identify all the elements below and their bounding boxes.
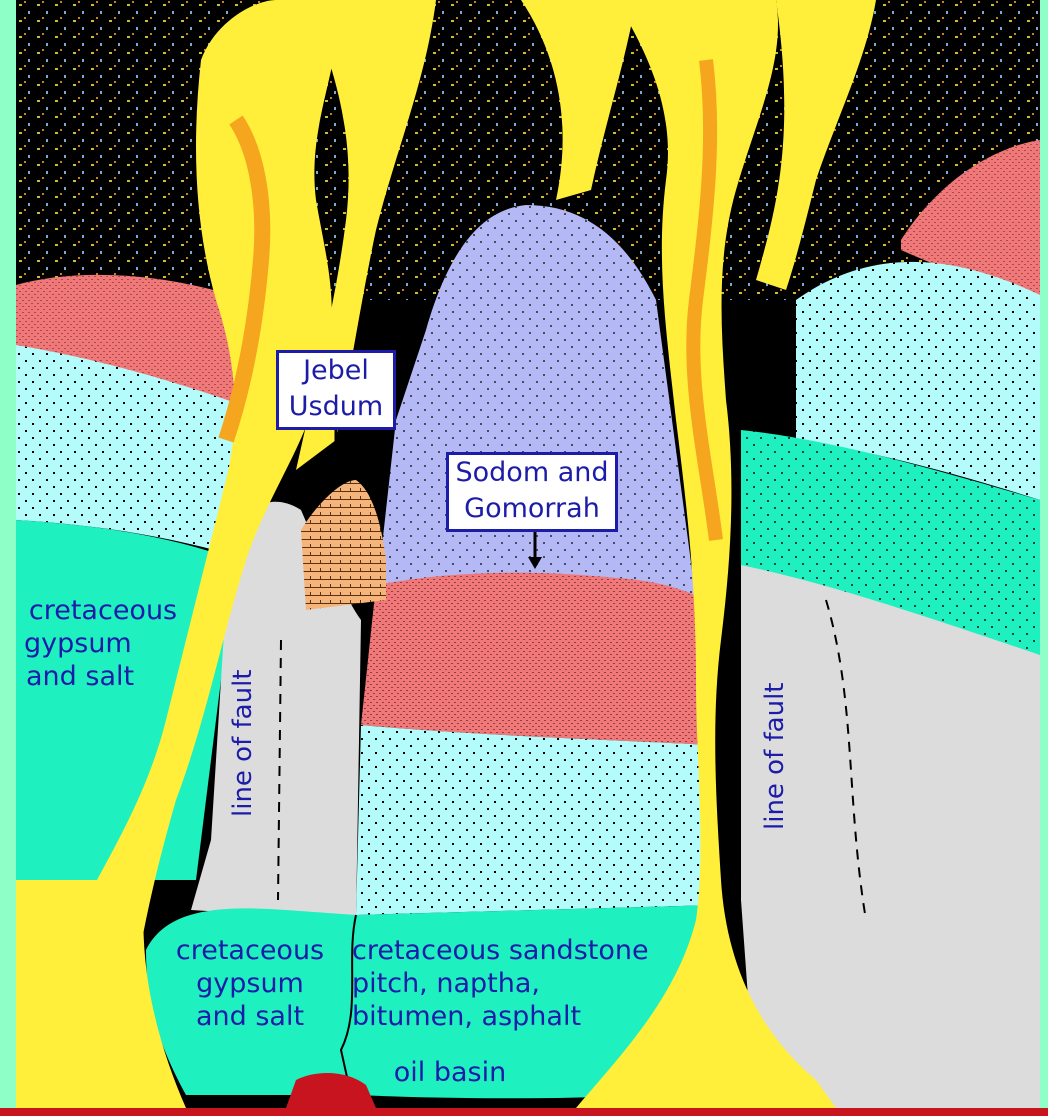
sandstone-line-3: bitumen, asphalt <box>352 1000 682 1033</box>
jebel-usdum-line-1: Jebel <box>279 353 393 389</box>
right-gray-block <box>741 565 1040 1108</box>
bottom-gypsum-label: cretaceous gypsum and salt <box>165 934 335 1033</box>
bottom-gypsum-line-1: cretaceous <box>165 934 335 967</box>
jebel-usdum-line-2: Usdum <box>279 389 393 425</box>
fault-left-label: line of fault <box>228 667 258 817</box>
bottom-red-bar <box>0 1108 1048 1116</box>
oil-basin-label: oil basin <box>385 1056 515 1089</box>
sodom-gomorrah-label: Sodom and Gomorrah <box>446 452 618 532</box>
left-gypsum-label: cretaceous gypsum and salt <box>18 594 188 693</box>
sandstone-line-2: pitch, naptha, <box>352 967 682 1000</box>
sodom-gomorrah-line-2: Gomorrah <box>449 491 615 527</box>
sodom-gomorrah-line-1: Sodom and <box>449 455 615 491</box>
central-salmon-hatch <box>361 573 711 745</box>
sandstone-label: cretaceous sandstone pitch, naptha, bitu… <box>352 934 682 1033</box>
left-gypsum-line-1: cretaceous <box>18 594 188 627</box>
central-cyan-dots <box>356 725 716 915</box>
left-gypsum-line-3: and salt <box>18 660 188 693</box>
jebel-usdum-label: Jebel Usdum <box>276 350 396 430</box>
fault-right-label: line of fault <box>760 680 790 830</box>
left-gypsum-line-2: gypsum <box>18 627 188 660</box>
bottom-gypsum-line-2: gypsum <box>165 967 335 1000</box>
bottom-gypsum-line-3: and salt <box>165 1000 335 1033</box>
sandstone-line-1: cretaceous sandstone <box>352 934 682 967</box>
